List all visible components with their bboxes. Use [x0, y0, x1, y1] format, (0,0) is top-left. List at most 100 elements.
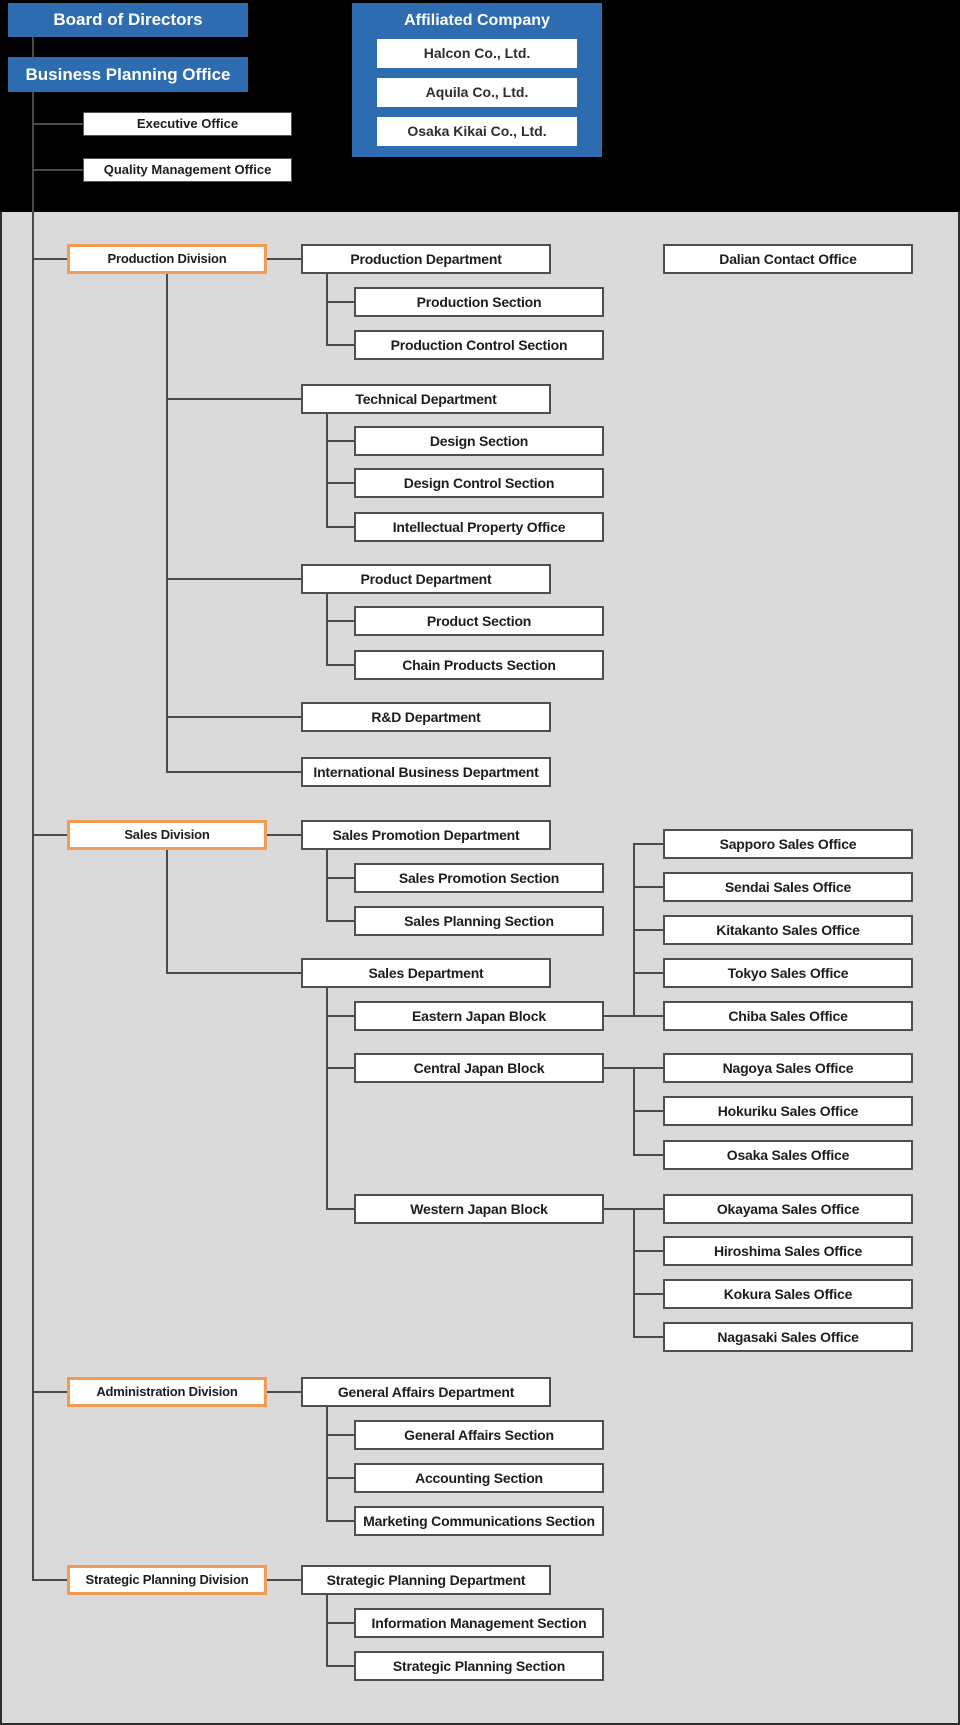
- org-node-strategic-planning-section: Strategic Planning Section: [354, 1651, 604, 1681]
- connector-line: [326, 920, 354, 922]
- connector-line: [326, 1520, 354, 1522]
- connector-line: [326, 344, 354, 346]
- org-node-central-japan-block: Central Japan Block: [354, 1053, 604, 1083]
- org-node-kokura-sales-office: Kokura Sales Office: [663, 1279, 913, 1309]
- executive-office-box: Executive Office: [83, 112, 292, 136]
- org-node-sales-promotion-department: Sales Promotion Department: [301, 820, 551, 850]
- connector-line: [633, 1336, 663, 1338]
- org-node-information-management-section: Information Management Section: [354, 1608, 604, 1638]
- connector-line: [32, 37, 34, 1580]
- org-node-nagasaki-sales-office: Nagasaki Sales Office: [663, 1322, 913, 1352]
- connector-line: [326, 1477, 354, 1479]
- affiliated-company-osaka-kikai: Osaka Kikai Co., Ltd.: [377, 117, 577, 146]
- org-node-design-control-section: Design Control Section: [354, 468, 604, 498]
- connector-line: [633, 1154, 663, 1156]
- connector-line: [166, 578, 301, 580]
- connector-line: [267, 1579, 301, 1581]
- org-node-product-section: Product Section: [354, 606, 604, 636]
- connector-line: [326, 414, 328, 528]
- connector-line: [326, 877, 354, 879]
- org-node-hokuriku-sales-office: Hokuriku Sales Office: [663, 1096, 913, 1126]
- connector-line: [633, 886, 663, 888]
- connector-line: [326, 1595, 328, 1667]
- org-node-production-control-section: Production Control Section: [354, 330, 604, 360]
- org-node-sapporo-sales-office: Sapporo Sales Office: [663, 829, 913, 859]
- org-node-technical-department: Technical Department: [301, 384, 551, 414]
- connector-line: [326, 850, 328, 922]
- quality-management-office-box: Quality Management Office: [83, 158, 292, 182]
- connector-line: [166, 274, 168, 772]
- org-node-sales-planning-section: Sales Planning Section: [354, 906, 604, 936]
- org-node-nagoya-sales-office: Nagoya Sales Office: [663, 1053, 913, 1083]
- org-node-production-division: Production Division: [67, 244, 267, 274]
- org-node-sales-promotion-section: Sales Promotion Section: [354, 863, 604, 893]
- org-node-design-section: Design Section: [354, 426, 604, 456]
- connector-line: [326, 1665, 354, 1667]
- connector-line: [267, 258, 301, 260]
- business-planning-office-box: Business Planning Office: [8, 57, 248, 92]
- connector-line: [633, 972, 663, 974]
- org-node-sales-department: Sales Department: [301, 958, 551, 988]
- connector-line: [166, 850, 168, 973]
- connector-line: [326, 1015, 354, 1017]
- connector-line: [32, 1579, 67, 1581]
- connector-line: [32, 123, 83, 125]
- org-node-product-department: Product Department: [301, 564, 551, 594]
- connector-line: [326, 620, 354, 622]
- connector-line: [326, 1407, 328, 1522]
- connector-line: [326, 1067, 354, 1069]
- connector-line: [326, 988, 328, 1210]
- org-node-production-department: Production Department: [301, 244, 551, 274]
- org-node-western-japan-block: Western Japan Block: [354, 1194, 604, 1224]
- connector-line: [326, 440, 354, 442]
- connector-line: [326, 482, 354, 484]
- org-node-okayama-sales-office: Okayama Sales Office: [663, 1194, 913, 1224]
- connector-line: [326, 664, 354, 666]
- org-node-international-business-department: International Business Department: [301, 757, 551, 787]
- affiliated-company-title: Affiliated Company: [404, 12, 550, 29]
- connector-line: [633, 1110, 663, 1112]
- connector-line: [267, 834, 301, 836]
- org-node-eastern-japan-block: Eastern Japan Block: [354, 1001, 604, 1031]
- connector-line: [326, 526, 354, 528]
- chart-border-left: [0, 212, 2, 1725]
- affiliated-company-panel: Affiliated Company Halcon Co., Ltd. Aqui…: [352, 3, 602, 157]
- org-node-chiba-sales-office: Chiba Sales Office: [663, 1001, 913, 1031]
- connector-line: [32, 834, 67, 836]
- org-node-chain-products-section: Chain Products Section: [354, 650, 604, 680]
- org-node-production-section: Production Section: [354, 287, 604, 317]
- connector-line: [32, 258, 67, 260]
- chart-border-right: [958, 212, 960, 1725]
- connector-line: [267, 1391, 301, 1393]
- connector-line: [633, 1293, 663, 1295]
- org-node-sendai-sales-office: Sendai Sales Office: [663, 872, 913, 902]
- org-node-hiroshima-sales-office: Hiroshima Sales Office: [663, 1236, 913, 1266]
- affiliated-company-aquila: Aquila Co., Ltd.: [377, 78, 577, 107]
- connector-line: [32, 169, 83, 171]
- affiliated-company-halcon: Halcon Co., Ltd.: [377, 39, 577, 68]
- org-node-accounting-section: Accounting Section: [354, 1463, 604, 1493]
- connector-line: [326, 274, 328, 346]
- connector-line: [633, 1250, 663, 1252]
- org-node-general-affairs-department: General Affairs Department: [301, 1377, 551, 1407]
- chart-border-bottom: [0, 1723, 960, 1725]
- org-node-strategic-planning-department: Strategic Planning Department: [301, 1565, 551, 1595]
- org-node-dalian-contact-office: Dalian Contact Office: [663, 244, 913, 274]
- org-node-administration-division: Administration Division: [67, 1377, 267, 1407]
- connector-line: [32, 1391, 67, 1393]
- org-node-marketing-communications-section: Marketing Communications Section: [354, 1506, 604, 1536]
- org-node-sales-division: Sales Division: [67, 820, 267, 850]
- org-node-rd-department: R&D Department: [301, 702, 551, 732]
- org-node-intellectual-property-office: Intellectual Property Office: [354, 512, 604, 542]
- connector-line: [633, 929, 663, 931]
- connector-line: [633, 843, 663, 845]
- org-node-osaka-sales-office: Osaka Sales Office: [663, 1140, 913, 1170]
- connector-line: [326, 301, 354, 303]
- org-node-kitakanto-sales-office: Kitakanto Sales Office: [663, 915, 913, 945]
- board-of-directors-box: Board of Directors: [8, 3, 248, 37]
- org-node-strategic-planning-division: Strategic Planning Division: [67, 1565, 267, 1595]
- connector-line: [326, 1622, 354, 1624]
- connector-line: [166, 716, 301, 718]
- org-node-general-affairs-section: General Affairs Section: [354, 1420, 604, 1450]
